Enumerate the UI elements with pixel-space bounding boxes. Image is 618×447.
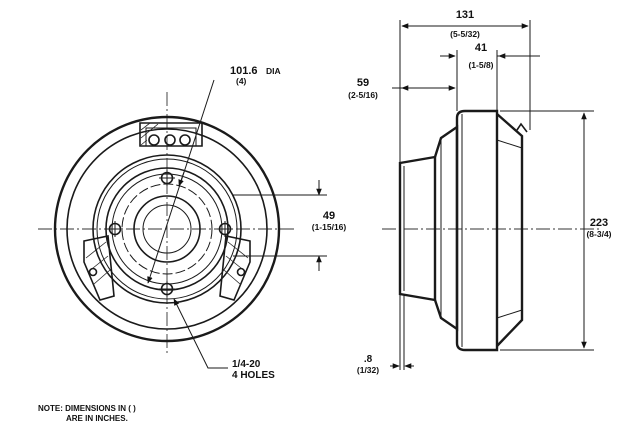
bore-diameter-value: 101.6 — [230, 65, 258, 77]
outer-rim-circle — [53, 115, 281, 343]
bore-diameter-inch: (4) — [236, 76, 247, 86]
terminal-screw-icon — [179, 134, 191, 146]
holes-leader — [173, 298, 228, 369]
main-body — [455, 109, 499, 352]
bolt-spacing-inch: (1-15/16) — [312, 222, 347, 232]
rear-cone — [496, 113, 524, 347]
terminal-screw-icon — [148, 134, 160, 146]
bolt-spacing-value: 49 — [323, 210, 335, 222]
side-view — [382, 20, 600, 370]
terminal-block — [139, 122, 203, 147]
flange-inch: (1/32) — [357, 365, 379, 375]
front-depth-inch: (2-5/16) — [348, 90, 378, 100]
bracket-screw-icon — [88, 267, 98, 277]
note-line-2: ARE IN INCHES. — [66, 414, 128, 423]
overall-depth-inch: (5-5/32) — [450, 29, 480, 39]
rear-terminal-nub — [516, 122, 528, 133]
front-depth-value: 59 — [357, 77, 369, 89]
diameter-inch: (8-3/4) — [586, 229, 611, 239]
flange-value: .8 — [364, 354, 373, 365]
front-section — [398, 155, 437, 302]
bore-diameter-suffix: DIA — [266, 66, 281, 76]
holes-thread-label: 1/4-20 — [232, 359, 261, 370]
mounting-holes — [107, 170, 233, 297]
left-bracket — [83, 235, 115, 301]
diameter-value: 223 — [590, 217, 608, 229]
right-bracket — [219, 235, 251, 301]
rear-depth-inch: (1-5/8) — [468, 60, 493, 70]
bore-inner-circle — [142, 204, 192, 254]
bracket-screw-icon — [236, 267, 246, 277]
rear-depth-value: 41 — [475, 42, 487, 54]
hub-outer-ring — [92, 154, 242, 304]
hub-ring-2 — [96, 158, 238, 300]
taper-section — [433, 124, 459, 332]
bore-outer-circle — [133, 195, 201, 263]
note-line-1: NOTE: DIMENSIONS IN ( ) — [38, 404, 136, 413]
overall-depth-value: 131 — [456, 9, 474, 21]
terminal-screw-icon — [164, 134, 176, 146]
outer-rim-inner-circle — [66, 128, 268, 330]
front-view — [38, 79, 327, 369]
holes-count-label: 4 HOLES — [232, 370, 275, 381]
bore-diameter-arrow-top — [178, 171, 185, 187]
